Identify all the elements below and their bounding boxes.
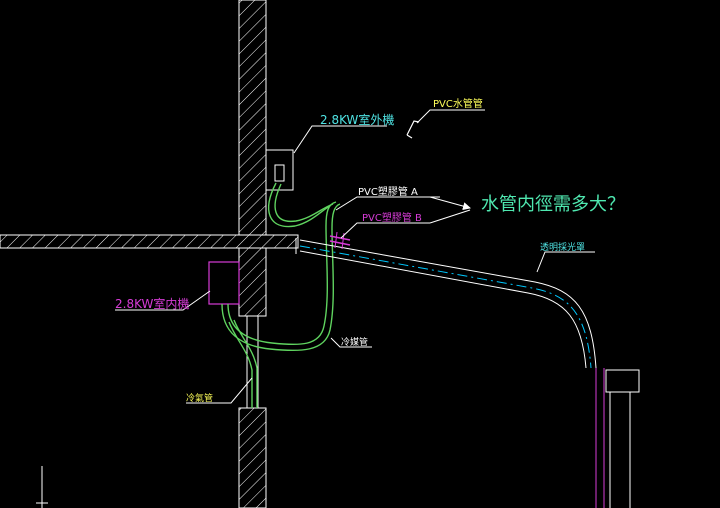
label-question: 水管内徑需多大？ — [481, 194, 625, 215]
wall-vertical-upper — [238, 0, 267, 236]
wall-vertical-lower — [238, 407, 267, 508]
label-refrigerant-pipe: 冷媒管 — [341, 336, 368, 348]
thin-wall — [246, 315, 259, 409]
label-condensate-pipe: 冷氣管 — [186, 392, 213, 404]
refrigerant-pipes — [221, 182, 341, 408]
wall-vertical-middle — [238, 247, 267, 317]
skylight-frame — [595, 368, 640, 508]
label-skylight: 透明採光罩 — [540, 241, 585, 253]
label-pvc-water-pipe: PVC水管管 — [433, 97, 483, 110]
pvc-pipe — [295, 231, 597, 369]
label-indoor-unit: 2.8KW室内機 — [115, 296, 189, 311]
pvc-water-pipe-symbol — [406, 120, 420, 136]
outdoor-unit — [265, 149, 294, 191]
level-mark — [36, 466, 48, 508]
leader-lines — [115, 109, 595, 404]
label-pvc-a: PVC塑膠管 A — [358, 185, 418, 198]
label-pvc-b: PVC塑膠管 B — [362, 211, 422, 224]
wall-horizontal — [0, 234, 299, 249]
walls — [0, 0, 299, 508]
indoor-unit — [208, 261, 240, 305]
label-outdoor-unit: 2.8KW室外機 — [320, 112, 394, 127]
